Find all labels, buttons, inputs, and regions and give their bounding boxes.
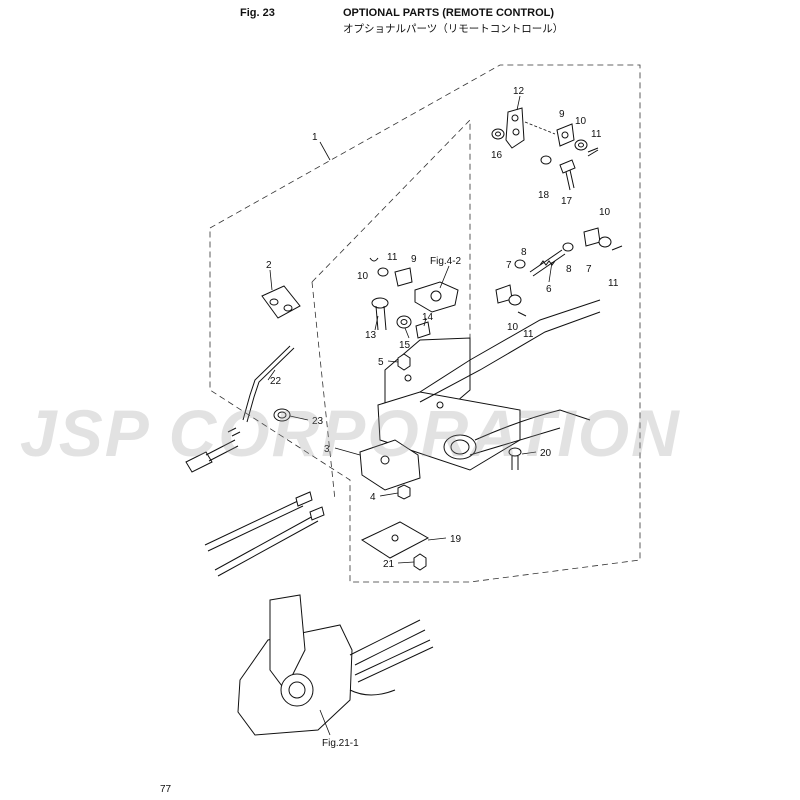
callout-12: 12 bbox=[513, 86, 525, 97]
callout-9b: 9 bbox=[411, 254, 417, 265]
part-6-rod bbox=[529, 249, 566, 277]
callout-18: 18 bbox=[538, 190, 550, 201]
part-14-bushing bbox=[415, 321, 431, 339]
part-21-nut bbox=[413, 553, 427, 571]
cable-clamp bbox=[185, 427, 241, 473]
callout-2: 2 bbox=[266, 260, 272, 271]
part-2-plate bbox=[261, 285, 301, 319]
callout-10c: 10 bbox=[357, 271, 369, 282]
callout-17: 17 bbox=[561, 196, 573, 207]
part-7-8-left-joint bbox=[495, 259, 527, 317]
main-bracket-assembly bbox=[377, 299, 601, 471]
callout-7a: 7 bbox=[506, 260, 512, 271]
callout-10b: 10 bbox=[599, 207, 611, 218]
callout-11a: 11 bbox=[591, 129, 602, 140]
callout-3: 3 bbox=[324, 444, 330, 455]
callout-11d: 11 bbox=[523, 329, 534, 340]
callout-10d: 10 bbox=[507, 322, 519, 333]
throttle-cam-fig4-2 bbox=[414, 281, 459, 313]
part-22-link-rod bbox=[242, 345, 295, 423]
part-17-bolt bbox=[540, 155, 576, 191]
callout-14: 14 bbox=[422, 312, 434, 323]
callout-23: 23 bbox=[312, 416, 324, 427]
callout-21: 21 bbox=[383, 559, 395, 570]
callout-13: 13 bbox=[365, 330, 377, 341]
part-9-joint-left bbox=[369, 257, 413, 287]
part-20-bolt bbox=[508, 447, 522, 470]
reference-fig-21-1: Fig.21-1 bbox=[322, 738, 359, 749]
leader-lines bbox=[267, 141, 553, 736]
callout-19: 19 bbox=[450, 534, 462, 545]
page-title: OPTIONAL PARTS (REMOTE CONTROL) bbox=[343, 7, 555, 19]
part-3-cable-bracket bbox=[359, 439, 421, 491]
reference-fig-4-2: Fig.4-2 bbox=[430, 256, 462, 267]
remote-control-box-fig21-1 bbox=[237, 594, 434, 736]
part-7-8-right-joint bbox=[562, 227, 623, 252]
part-23-grommet bbox=[273, 408, 291, 422]
page-title-japanese: オプショナルパーツ（リモートコントロール） bbox=[343, 23, 564, 35]
part-15-collar bbox=[396, 315, 412, 329]
part-19-plate bbox=[360, 521, 430, 559]
remote-control-cables bbox=[204, 491, 325, 577]
callout-6: 6 bbox=[546, 284, 552, 295]
part-9-joint-top bbox=[524, 121, 599, 157]
callout-labels: 1 2 3 4 5 6 7 7 8 8 9 9 10 10 10 10 11 1… bbox=[266, 86, 619, 749]
callout-20: 20 bbox=[540, 448, 552, 459]
part-12-bracket bbox=[505, 95, 525, 149]
callout-15: 15 bbox=[399, 340, 411, 351]
callout-5: 5 bbox=[378, 357, 384, 368]
callout-9a: 9 bbox=[559, 109, 565, 120]
figure-number: Fig. 23 bbox=[240, 7, 275, 19]
callout-7b: 7 bbox=[586, 264, 592, 275]
callout-11c: 11 bbox=[387, 252, 398, 263]
assembly-outline bbox=[209, 64, 641, 583]
part-16-washer bbox=[491, 128, 505, 140]
part-5-nut bbox=[397, 353, 411, 371]
callout-8a: 8 bbox=[521, 247, 527, 258]
callout-22: 22 bbox=[270, 376, 282, 387]
callout-4: 4 bbox=[370, 492, 376, 503]
callout-11b: 11 bbox=[608, 278, 619, 289]
part-4-bolt bbox=[397, 484, 411, 500]
callout-1: 1 bbox=[312, 132, 318, 143]
part-13-pin bbox=[371, 297, 389, 331]
callout-8b: 8 bbox=[566, 264, 572, 275]
page-number: 77 bbox=[160, 784, 172, 795]
callout-16: 16 bbox=[491, 150, 503, 161]
callout-10a: 10 bbox=[575, 116, 587, 127]
